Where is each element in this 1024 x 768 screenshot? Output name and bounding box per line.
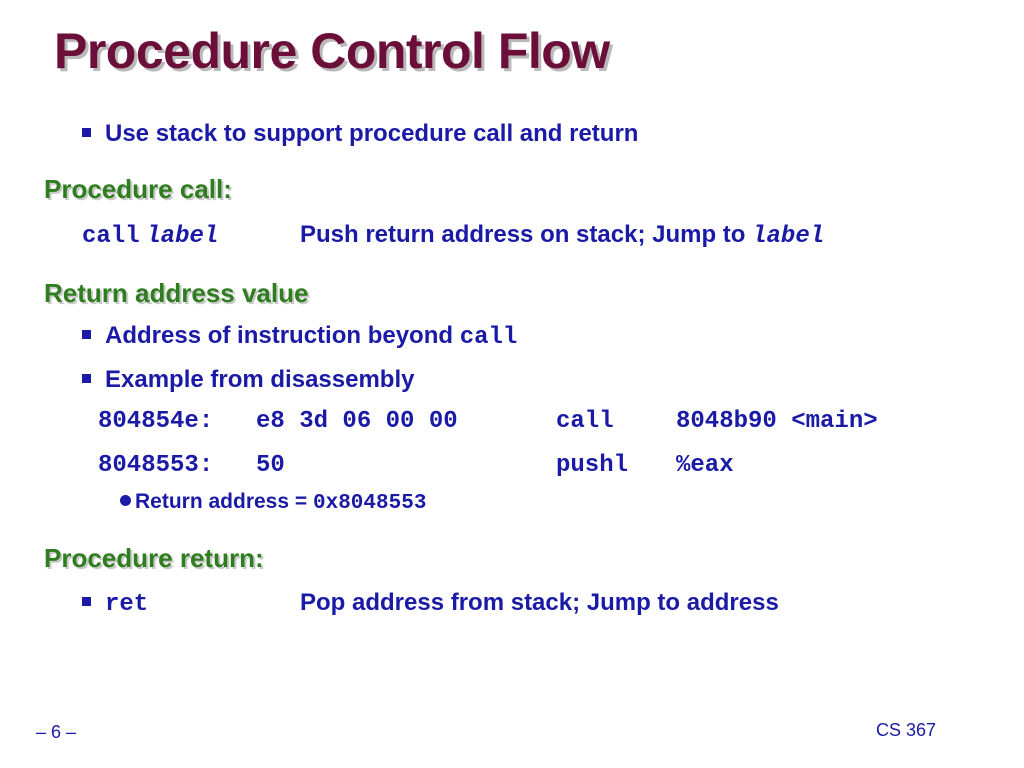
round-bullet-icon <box>120 494 131 506</box>
bullet-example: Example from disassembly <box>82 366 414 394</box>
ret-instruction: ret <box>105 591 149 618</box>
page-number: – 6 – <box>36 722 77 742</box>
square-bullet-icon <box>82 128 91 138</box>
heading-procedure-call: Procedure call: <box>44 174 232 204</box>
disasm-bytes: e8 3d 06 00 00 <box>256 408 458 435</box>
heading-return-address-value: Return address value <box>44 278 309 308</box>
call-label: label <box>146 223 219 250</box>
bullet-address-beyond: Address of instruction beyond call <box>82 322 517 351</box>
square-bullet-icon <box>82 374 91 384</box>
call-row: call label <box>82 221 218 250</box>
disasm-addr: 8048553: <box>98 452 214 479</box>
disasm-op: pushl <box>556 452 629 479</box>
heading-procedure-return: Procedure return: <box>44 543 264 573</box>
bullet-example-text: Example from disassembly <box>105 366 415 393</box>
square-bullet-icon <box>82 597 91 607</box>
ret-row: ret <box>82 589 148 618</box>
disasm-arg: %eax <box>676 452 734 479</box>
call-description: Push return address on stack; Jump to la… <box>300 221 824 250</box>
call-instruction: call <box>82 223 140 250</box>
bullet-address-code: call <box>459 324 518 351</box>
bullet-use-stack-text: Use stack to support procedure call and … <box>105 120 639 147</box>
disasm-bytes: 50 <box>256 452 285 479</box>
sub-bullet-value: 0x8048553 <box>313 492 427 515</box>
square-bullet-icon <box>82 330 91 340</box>
disasm-arg: 8048b90 <main> <box>676 408 878 435</box>
sub-bullet-label: Return address = <box>135 490 308 513</box>
bullet-address-text: Address of instruction beyond <box>105 322 454 349</box>
call-description-text: Push return address on stack; Jump to <box>300 221 746 248</box>
bullet-use-stack: Use stack to support procedure call and … <box>82 120 638 148</box>
course-label: CS 367 <box>876 720 937 740</box>
ret-description: Pop address from stack; Jump to address <box>300 589 779 616</box>
slide-title: Procedure Control Flow <box>54 23 610 79</box>
call-description-label: label <box>752 223 825 250</box>
disasm-addr: 804854e: <box>98 408 214 435</box>
disasm-op: call <box>556 408 614 435</box>
sub-bullet-return-address: Return address = 0x8048553 <box>120 490 426 515</box>
